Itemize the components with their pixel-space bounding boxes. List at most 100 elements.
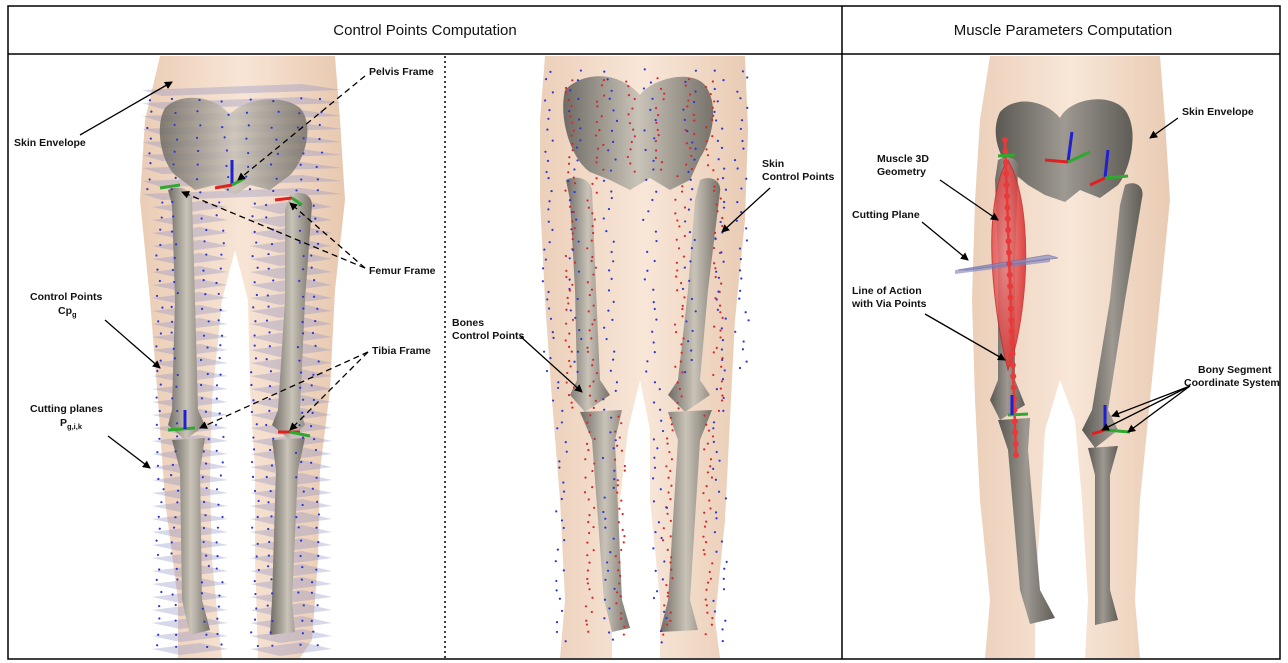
skin-point	[721, 327, 723, 329]
bone-point	[623, 626, 625, 628]
skin-point	[297, 346, 299, 348]
bone-point	[620, 422, 622, 424]
skin-point	[662, 578, 664, 580]
skin-point	[250, 99, 252, 101]
skin-point	[546, 298, 548, 300]
skin-point	[302, 399, 304, 401]
skin-point	[714, 531, 716, 533]
bone-point	[671, 577, 673, 579]
skin-point	[267, 604, 269, 606]
skin-point	[734, 331, 736, 333]
skin-point	[542, 267, 544, 269]
bone-point	[570, 105, 572, 107]
bone-point	[666, 513, 668, 515]
skin-point	[203, 527, 205, 529]
skin-point	[739, 247, 741, 249]
skin-point	[660, 488, 662, 490]
skin-point	[557, 549, 559, 551]
skin-point	[172, 215, 174, 217]
bone-point	[586, 623, 588, 625]
skin-point	[156, 451, 158, 453]
skin-point	[665, 617, 667, 619]
bone-point	[677, 381, 679, 383]
skin-point	[202, 476, 204, 478]
bone-point	[593, 549, 595, 551]
label-bones-cp-2: Control Points	[452, 330, 524, 342]
bone-point	[586, 247, 588, 249]
bone-point	[707, 164, 709, 166]
skin-point	[725, 318, 727, 320]
skin-point	[725, 189, 727, 191]
bone-point	[568, 360, 570, 362]
skin-point	[660, 420, 662, 422]
skin-point	[716, 388, 718, 390]
bone-point	[594, 319, 596, 321]
skin-point	[577, 98, 579, 100]
skin-point	[256, 423, 258, 425]
skin-point	[298, 215, 300, 217]
bone-point	[702, 536, 704, 538]
label-control-points: Control Points	[30, 291, 102, 303]
skin-point	[298, 112, 300, 114]
bone-point	[721, 225, 723, 227]
bone-point	[627, 113, 629, 115]
skin-point	[156, 396, 158, 398]
bone-point	[655, 157, 657, 159]
via-point	[1003, 171, 1009, 177]
skin-point	[216, 488, 218, 490]
skin-point	[736, 91, 738, 93]
skin-point	[685, 320, 687, 322]
skin-point	[608, 289, 610, 291]
bone-point	[708, 499, 710, 501]
skin-point	[695, 70, 697, 72]
skin-point	[545, 78, 547, 80]
skin-point	[160, 591, 162, 593]
skin-point	[738, 298, 740, 300]
via-point	[1008, 306, 1014, 312]
skin-point	[723, 397, 725, 399]
skin-point	[645, 370, 647, 372]
skin-point	[265, 216, 267, 218]
skin-point	[576, 371, 578, 373]
skin-point	[737, 167, 739, 169]
skin-point	[723, 207, 725, 209]
skin-point	[206, 346, 208, 348]
skin-point	[603, 71, 605, 73]
bone-point	[565, 91, 567, 93]
bone-point	[565, 87, 567, 89]
skin-point	[741, 119, 743, 121]
skin-point	[652, 289, 654, 291]
skin-point	[603, 180, 605, 182]
bone-point	[707, 471, 709, 473]
skin-point	[299, 387, 301, 389]
skin-point	[157, 320, 159, 322]
skin-point	[205, 229, 207, 231]
skin-point	[156, 370, 158, 372]
bone-point	[681, 185, 683, 187]
bone-point	[713, 100, 715, 102]
skin-point	[146, 127, 148, 129]
skin-point	[693, 101, 695, 103]
skin-point	[271, 592, 273, 594]
skin-point	[316, 477, 318, 479]
skin-point	[248, 124, 250, 126]
skin-point	[646, 251, 648, 253]
skin-point	[684, 220, 686, 222]
skin-point	[219, 374, 221, 376]
skin-point	[315, 569, 317, 571]
skin-point	[310, 425, 312, 427]
bone-point	[712, 115, 714, 117]
bone-point	[588, 532, 590, 534]
bone-point	[703, 512, 705, 514]
skin-point	[316, 308, 318, 310]
bone-point	[603, 79, 605, 81]
skin-point	[652, 477, 654, 479]
label-cutting-planes-a: Cutting planes	[30, 403, 103, 415]
skin-point	[580, 69, 582, 71]
skin-point	[655, 191, 657, 193]
skin-point	[160, 332, 162, 334]
skin-point	[266, 319, 268, 321]
bone-point	[663, 98, 665, 100]
skin-point	[653, 301, 655, 303]
skin-point	[216, 555, 218, 557]
